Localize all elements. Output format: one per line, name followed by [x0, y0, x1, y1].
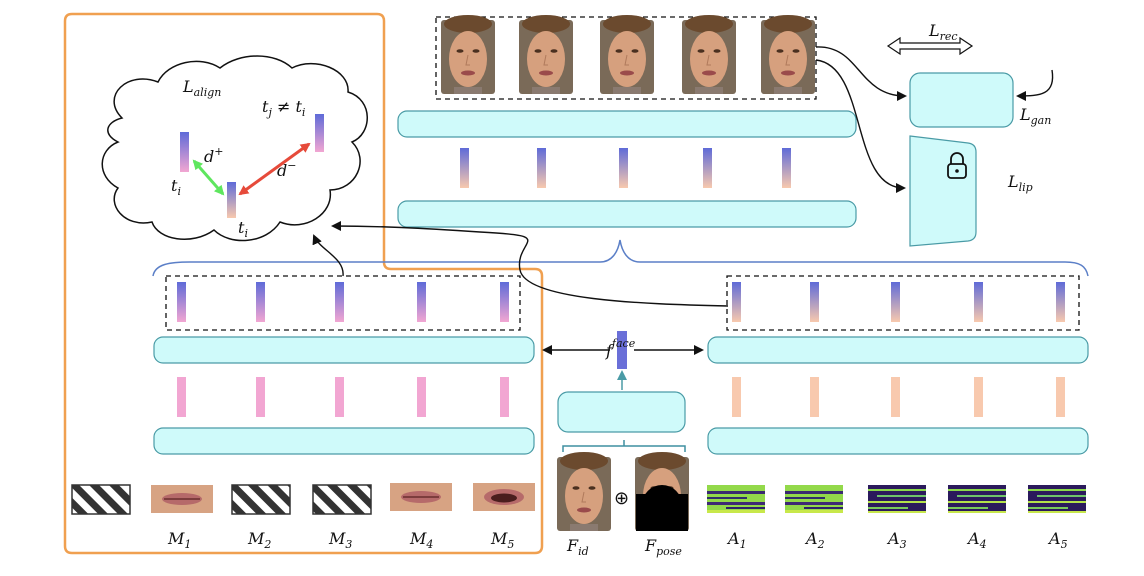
- mouth-pink-features: [177, 377, 509, 417]
- tj-neq-ti-label: tj ≠ ti: [262, 97, 305, 119]
- generated-face-3: [599, 14, 655, 95]
- identity-face-image: [556, 451, 612, 532]
- mouth-encoder-lower: [153, 427, 535, 455]
- mouth-frame-4: [389, 482, 453, 512]
- alignment-region-border: [63, 12, 544, 555]
- mouth-embedding-features: [177, 282, 509, 322]
- audio-peach-features: [732, 377, 1065, 417]
- mouth-label-4: M4: [409, 529, 433, 551]
- gan-discriminator: [909, 72, 1014, 128]
- audio-features-to-cloud-arrow: [331, 221, 729, 307]
- mouth-features-to-cloud-arrow: [312, 234, 344, 277]
- real-to-gan-arrow: [1016, 69, 1054, 101]
- mouth-label-2: M2: [247, 529, 271, 551]
- d-minus-label: d−: [277, 159, 296, 180]
- generated-face-2: [518, 14, 574, 95]
- audio-spectrograms: [707, 485, 1086, 513]
- spectrogram-1: [707, 485, 765, 513]
- audio-label-4: A4: [966, 529, 987, 551]
- mouth-encoder-upper: [153, 336, 535, 364]
- spectrogram-4: [948, 485, 1006, 513]
- rec-loss-double-arrow: [886, 36, 974, 56]
- decoder-block-lower: [397, 200, 857, 228]
- mouth-label-5: M5: [490, 529, 514, 551]
- audio-features-box: [726, 275, 1080, 331]
- d-plus-label: d+: [204, 145, 223, 166]
- spectrogram-2: [785, 485, 843, 513]
- f-face-feature: [617, 331, 627, 369]
- spectrogram-5: [1028, 485, 1086, 513]
- generated-face-1: [440, 14, 496, 95]
- masked-frame-3: [312, 484, 372, 515]
- face-encoder-block: [557, 391, 686, 433]
- audio-label-1: A1: [726, 529, 747, 551]
- spectrogram-3: [868, 485, 926, 513]
- ti-label-positive: ti: [238, 218, 248, 240]
- masked-frame-1: [71, 484, 131, 515]
- positive-pair-arrow: [192, 159, 225, 196]
- feature-ti-positive: [227, 182, 236, 218]
- frames-to-gan-arrow: [815, 46, 907, 101]
- audio-label-5: A5: [1047, 529, 1068, 551]
- audio-encoder-upper: [707, 336, 1089, 364]
- mouth-frame-5: [473, 483, 535, 511]
- audio-embedding-features: [732, 282, 1065, 322]
- oplus-symbol: ⊕: [614, 488, 629, 509]
- pose-face-image: [634, 451, 690, 532]
- mouth-frames: [71, 482, 535, 515]
- lip-sync-expert: [909, 135, 977, 247]
- l-gan-label: Lgan: [1019, 105, 1051, 127]
- f-id-label: Fid: [566, 536, 589, 558]
- l-align-label: Lalign: [182, 77, 221, 99]
- mouth-label-3: M3: [328, 529, 352, 551]
- frames-to-lip-expert-arrow: [815, 59, 906, 193]
- mouth-frame-1: [150, 484, 214, 514]
- negative-pair-arrow: [238, 142, 311, 196]
- face-input-bracket: [562, 440, 686, 452]
- ti-label-anchor: ti: [171, 176, 181, 198]
- f-pose-label: Fpose: [644, 536, 682, 558]
- masked-frame-2: [231, 484, 291, 515]
- decoder-features: [460, 148, 791, 188]
- decoder-block-upper: [397, 110, 857, 138]
- mouth-features-box: [165, 275, 521, 331]
- l-rec-label: Lrec: [928, 21, 958, 43]
- audio-label-3: A3: [886, 529, 907, 551]
- mouth-label-1: M1: [167, 529, 191, 551]
- audio-label-2: A2: [804, 529, 825, 551]
- feature-ti-anchor: [180, 132, 189, 172]
- l-lip-label: Llip: [1007, 172, 1033, 194]
- feature-tj-negative: [315, 114, 324, 152]
- generated-face-5: [760, 14, 816, 95]
- audio-encoder-lower: [707, 427, 1089, 455]
- lock-icon: [947, 152, 967, 179]
- generated-face-4: [681, 14, 737, 95]
- fusion-bracket: [152, 239, 1089, 277]
